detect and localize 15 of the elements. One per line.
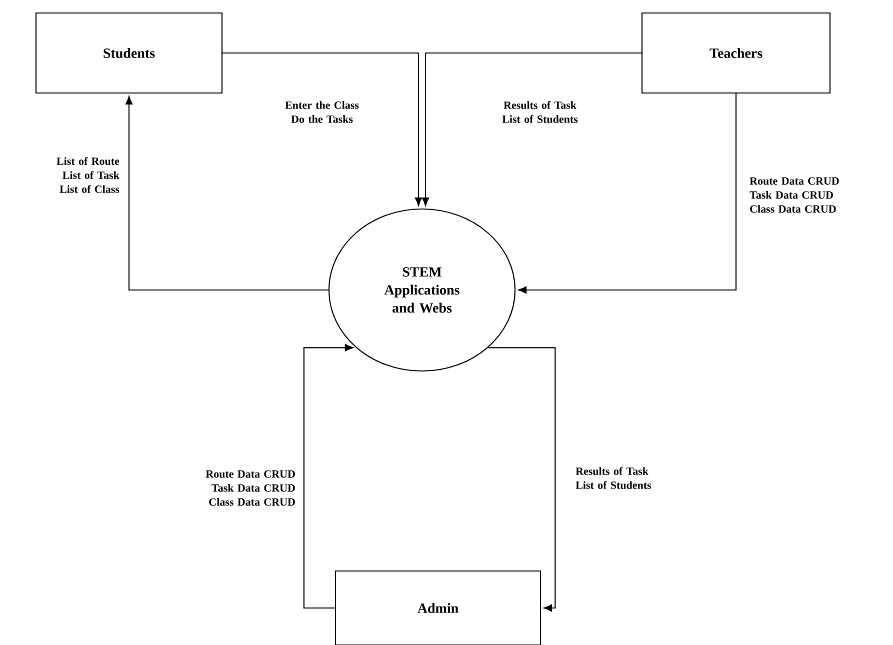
- arrow: [488, 347, 556, 612]
- arrow: [222, 52, 422, 206]
- edge-label: Route Data CRUD Task Data CRUD Class Data CRUD: [750, 177, 839, 213]
- edge-label: Results of Task List of Students: [576, 467, 652, 489]
- entity-box: Teachers: [641, 12, 831, 94]
- edge-label: Route Data CRUD Task Data CRUD Class Data CRUD: [206, 470, 295, 506]
- arrow: [518, 94, 737, 294]
- entity-box: Admin: [334, 570, 542, 645]
- arrow: [422, 52, 642, 206]
- entity-box: Students: [35, 12, 223, 94]
- arrow: [303, 344, 354, 609]
- arrow: [125, 96, 328, 291]
- edge-label: List of Route List of Task List of Class: [56, 157, 120, 193]
- edge-label: Results of Task List of Students: [502, 101, 578, 123]
- edge-label: Enter the Class Do the Tasks: [285, 101, 359, 123]
